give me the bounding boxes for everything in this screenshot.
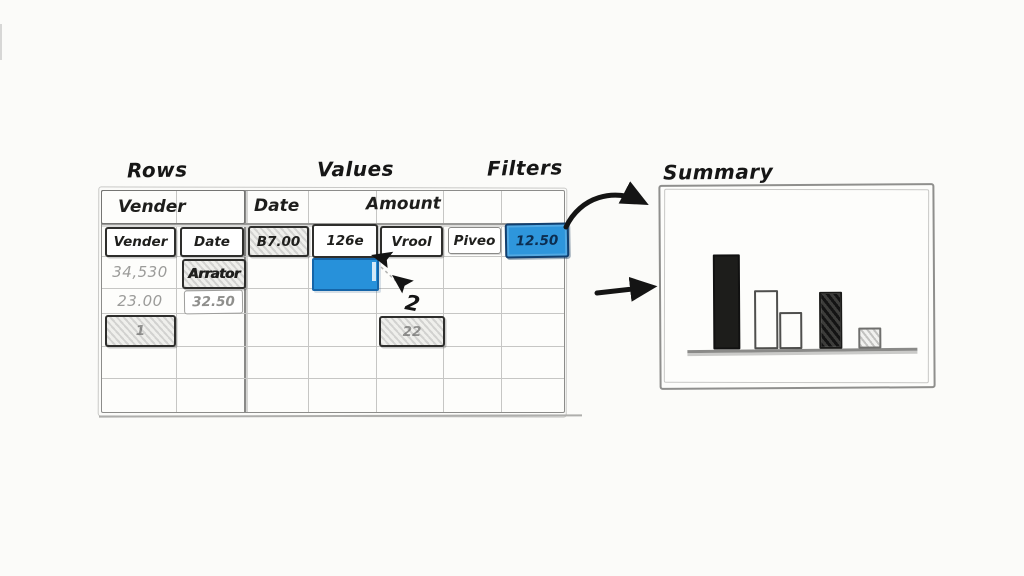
- table-cell[interactable]: 1: [105, 315, 176, 347]
- chart-bar-5: [858, 327, 882, 349]
- column-header-amount: Amount: [365, 193, 441, 215]
- chart-bar-2: [754, 290, 779, 350]
- table-cell[interactable]: Arrator: [182, 259, 246, 289]
- straight-flow-arrow: [594, 276, 658, 302]
- grid-line-h: [102, 378, 564, 379]
- grid-line-v: [244, 191, 246, 412]
- grid-line-v: [443, 191, 444, 412]
- grid-line-v: [176, 191, 177, 412]
- grid-line-h: [102, 223, 564, 225]
- filters-zone-label: Filters: [486, 155, 563, 181]
- chart-bar-4: [819, 291, 843, 349]
- column-header-date: Date: [254, 196, 300, 216]
- field-chip-piveo[interactable]: Piveo: [448, 227, 501, 254]
- summary-bar-chart: [660, 185, 933, 388]
- field-chip-126e[interactable]: 126e: [312, 224, 378, 258]
- field-chip-b700[interactable]: B7.00: [248, 226, 309, 257]
- table-cell[interactable]: 22: [379, 316, 445, 347]
- field-chip-1250[interactable]: 12.50: [504, 222, 570, 259]
- values-zone-label: Values: [316, 156, 395, 182]
- chart-bar-1: [712, 254, 741, 350]
- column-header-vendor: Vender: [118, 197, 186, 217]
- rows-zone-label: Rows: [126, 157, 188, 183]
- grid-line-v: [376, 191, 377, 412]
- table-cell[interactable]: 23.00: [117, 291, 163, 310]
- chart-bar-3: [779, 311, 803, 350]
- grid-line-h: [102, 313, 564, 314]
- pencil-smudge: [0, 24, 2, 60]
- field-chip-date[interactable]: Date: [180, 227, 244, 257]
- grid-line-h: [102, 346, 564, 347]
- field-chip-vrool[interactable]: Vrool: [380, 226, 443, 257]
- selected-cell[interactable]: [312, 258, 379, 291]
- summary-zone-label: Summary: [662, 159, 774, 185]
- grid-line-v: [501, 191, 502, 412]
- table-cell[interactable]: 34,530: [112, 263, 168, 281]
- table-cell[interactable]: 32.50: [183, 289, 244, 315]
- curved-flow-arrow: [563, 181, 649, 230]
- summary-panel: [658, 183, 936, 390]
- field-chip-vender[interactable]: Vender: [105, 227, 176, 257]
- grid-line-v: [308, 191, 309, 412]
